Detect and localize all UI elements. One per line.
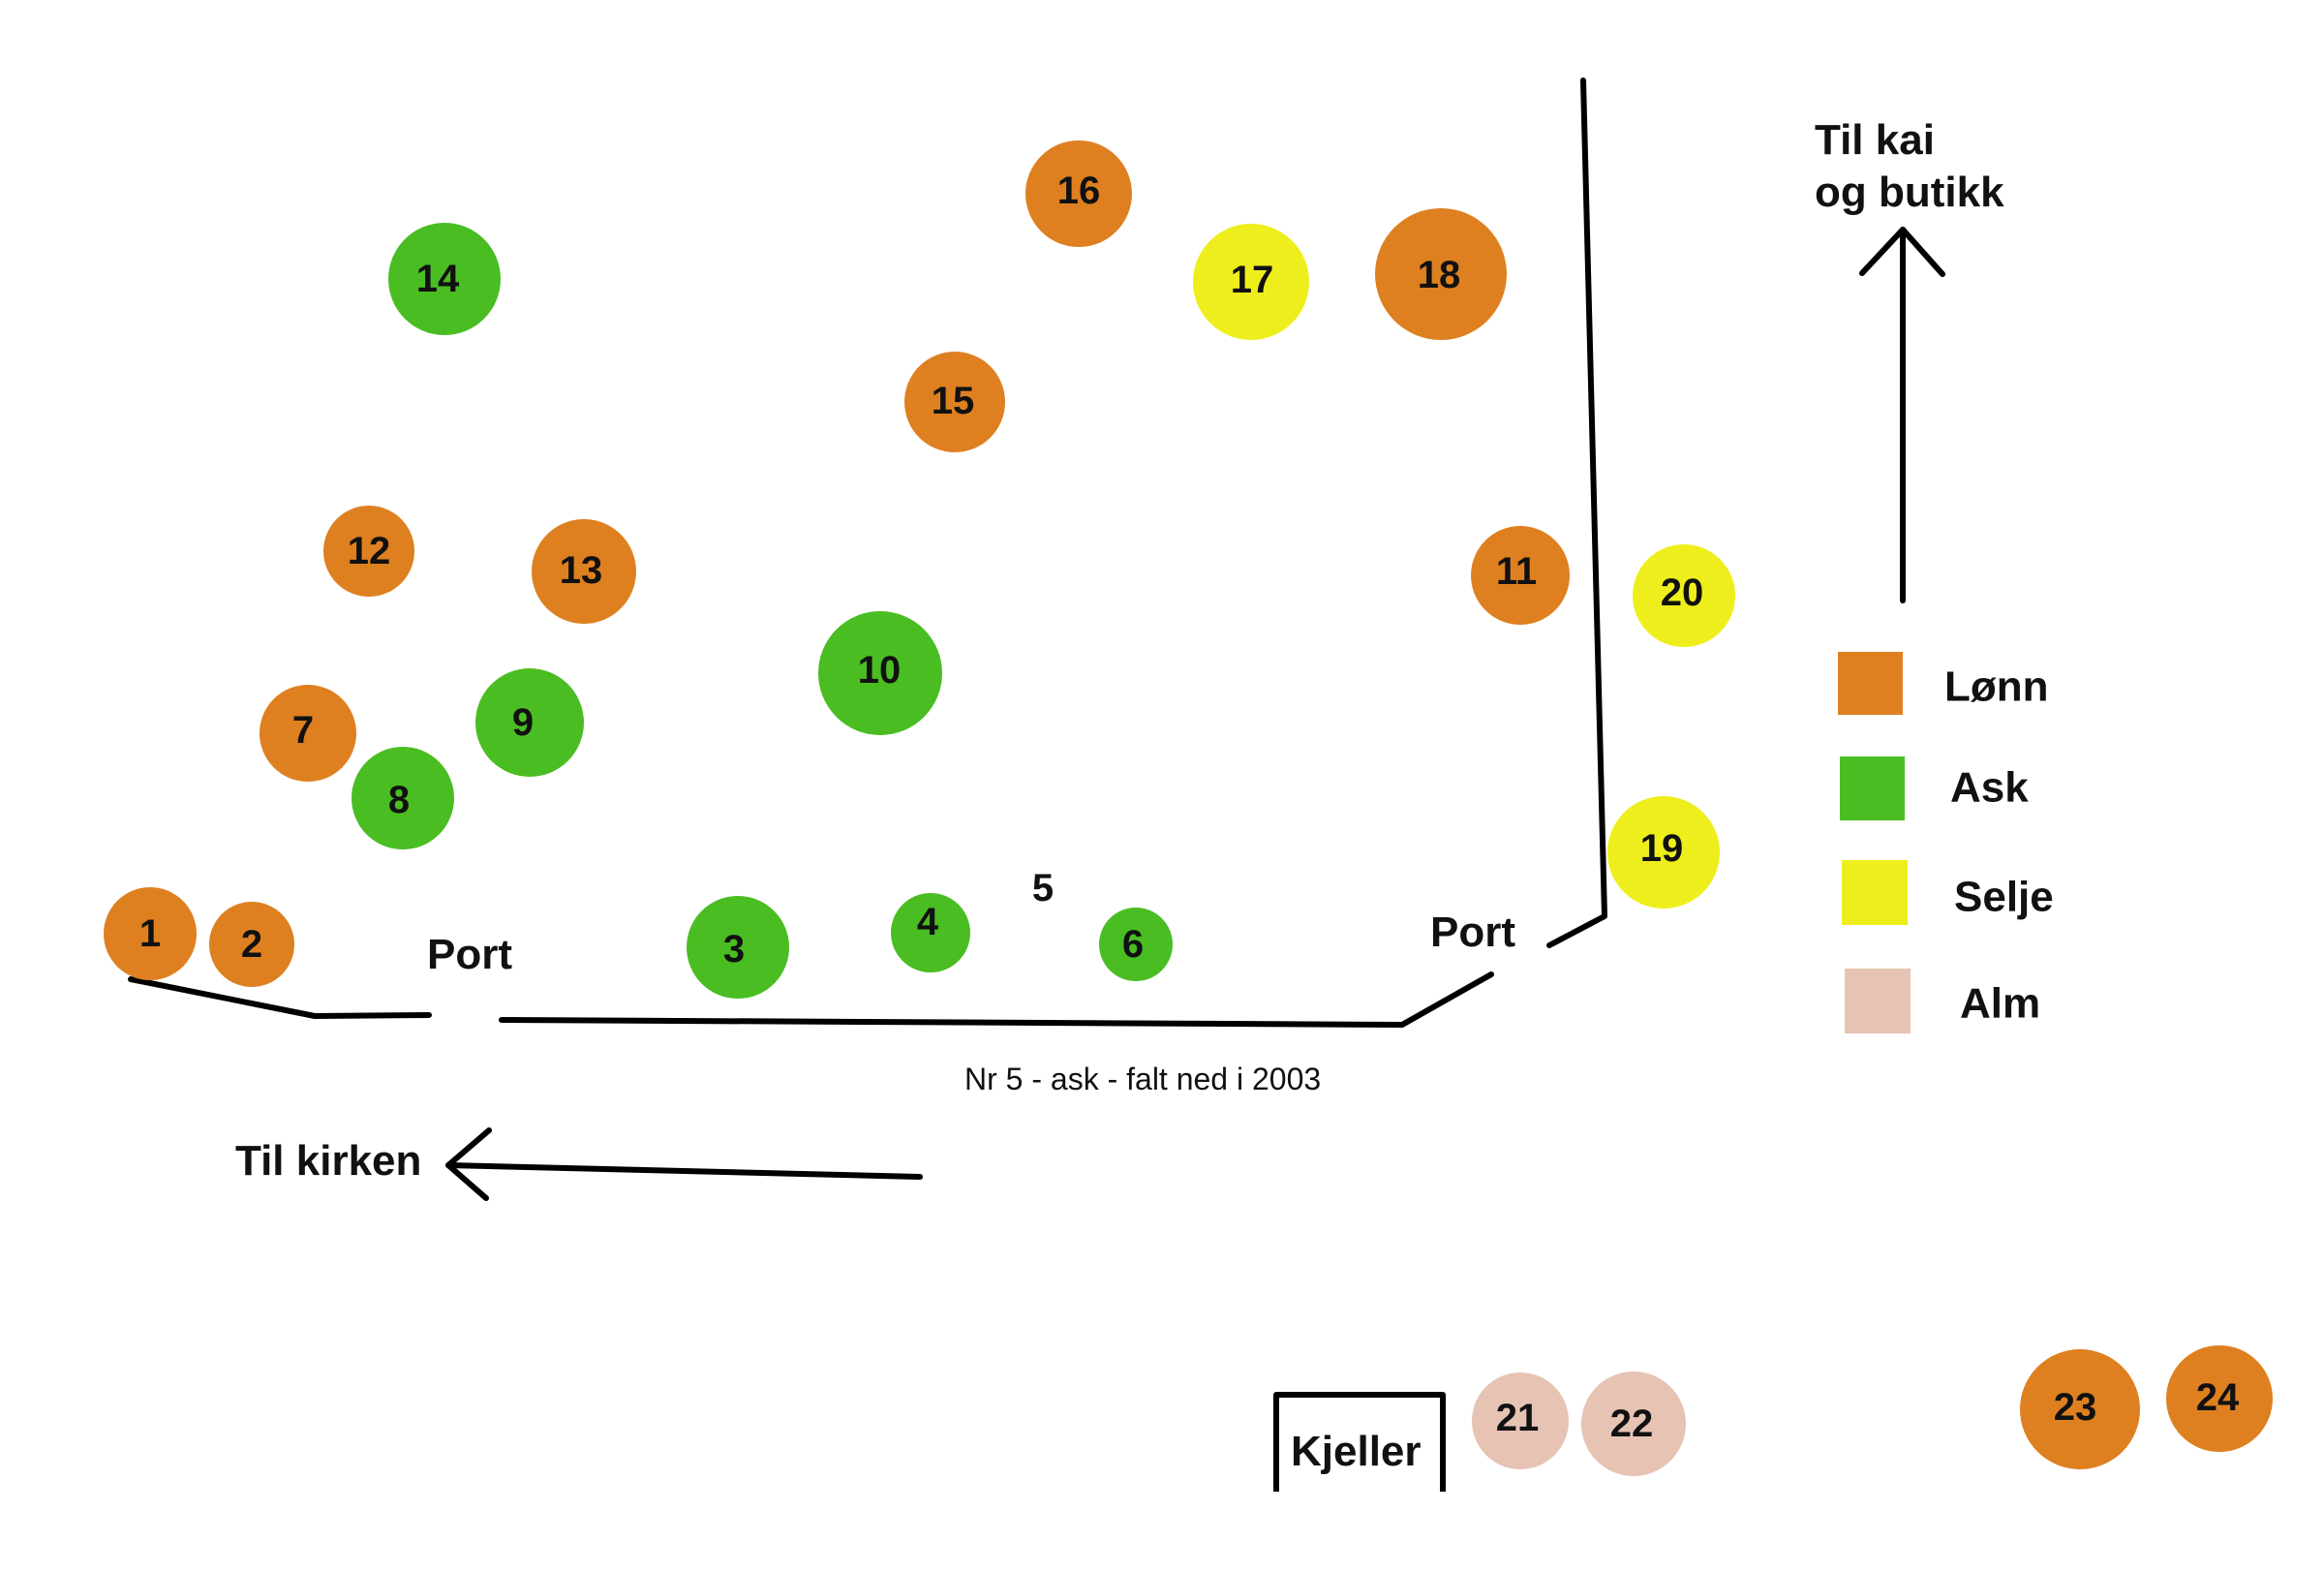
tree-circle xyxy=(891,893,970,972)
fence-bottom-segment xyxy=(499,971,1494,1028)
tree-10: 10 xyxy=(818,611,942,735)
tree-circle xyxy=(475,668,584,777)
tree-number: 3 xyxy=(723,928,745,971)
tree-number: 2 xyxy=(241,923,262,966)
tree-number: 9 xyxy=(512,701,534,744)
tree-22: 22 xyxy=(1581,1372,1686,1476)
arrow-up-icon xyxy=(1859,227,1945,603)
tree-circle xyxy=(1193,224,1309,340)
legend-swatch xyxy=(1845,969,1911,1033)
tree-4: 4 xyxy=(891,893,970,972)
tree-13: 13 xyxy=(532,519,636,624)
tree-circle xyxy=(2020,1349,2140,1469)
port-left-label: Port xyxy=(427,931,512,978)
tree-number: 8 xyxy=(388,779,410,821)
tree-number: 22 xyxy=(1610,1402,1654,1445)
tree-circle xyxy=(1472,1372,1569,1469)
tree-7: 7 xyxy=(260,685,356,782)
tree-21: 21 xyxy=(1472,1372,1569,1469)
tree-layer: 1 2 3 4 6 7 8 9 10 11 12 13 14 15 16 17 … xyxy=(104,140,2273,1476)
tree-circle xyxy=(1581,1372,1686,1476)
tree-20: 20 xyxy=(1633,544,1735,647)
tree-number: 4 xyxy=(917,901,939,943)
tree-number: 24 xyxy=(2196,1376,2240,1419)
tree-19: 19 xyxy=(1607,796,1720,909)
tree-8: 8 xyxy=(352,747,454,849)
legend-swatch xyxy=(1838,652,1903,715)
port-right-label: Port xyxy=(1430,909,1515,956)
tree-circle xyxy=(1607,796,1720,909)
tree-number: 7 xyxy=(292,709,314,752)
tree-circle xyxy=(323,506,414,597)
tree-16: 16 xyxy=(1025,140,1132,247)
tree-number: 20 xyxy=(1661,571,1704,614)
legend-item-alm: Alm xyxy=(1845,969,2040,1033)
tree-circle xyxy=(904,352,1005,452)
tree-1: 1 xyxy=(104,887,197,980)
tree-circle xyxy=(209,902,294,987)
tree-2: 2 xyxy=(209,902,294,987)
fallen-tree-note: Nr 5 - ask - falt ned i 2003 xyxy=(964,1062,1321,1096)
legend-label: Alm xyxy=(1960,980,2040,1028)
legend-item-selje: Selje xyxy=(1842,860,2054,925)
legend-label: Selje xyxy=(1954,874,2054,921)
tree-circle xyxy=(687,896,789,999)
tree-circle xyxy=(2166,1345,2273,1452)
tree-circle xyxy=(1025,140,1132,247)
tree-number: 11 xyxy=(1496,550,1537,593)
tree-circle xyxy=(352,747,454,849)
tree-3: 3 xyxy=(687,896,789,999)
tree-18: 18 xyxy=(1375,208,1507,340)
tree-number: 12 xyxy=(348,530,391,572)
cellar-outline xyxy=(1273,1392,1446,1492)
legend-item-lonn: Lønn xyxy=(1838,652,2049,715)
tree-circle xyxy=(260,685,356,782)
tree-number: 10 xyxy=(858,649,902,692)
tree-number: 14 xyxy=(416,258,460,300)
tree-17: 17 xyxy=(1193,224,1309,340)
tree-number: 13 xyxy=(560,549,603,592)
fence-left-segment xyxy=(128,976,432,1019)
legend-label: Ask xyxy=(1950,764,2029,812)
tree-9: 9 xyxy=(475,668,584,777)
tree-6: 6 xyxy=(1099,908,1173,981)
legend: Lønn Ask Selje Alm xyxy=(1838,652,2054,1033)
cellar-label: Kjeller xyxy=(1291,1428,1422,1475)
tree-number: 16 xyxy=(1057,170,1101,212)
tree-circle xyxy=(1633,544,1735,647)
tree-number: 18 xyxy=(1418,254,1461,296)
tree-15: 15 xyxy=(904,352,1005,452)
tree-circle xyxy=(818,611,942,735)
tree-number: 15 xyxy=(932,380,975,422)
tree-24: 24 xyxy=(2166,1345,2273,1452)
tree-number: 1 xyxy=(139,912,161,955)
tree-circle xyxy=(532,519,636,624)
tree-number: 19 xyxy=(1640,827,1684,870)
tree-number: 21 xyxy=(1496,1397,1540,1439)
to-quay-label-line1: Til kai xyxy=(1815,116,1935,164)
legend-label: Lønn xyxy=(1944,663,2049,711)
tree-circle xyxy=(388,223,501,335)
tree-circle xyxy=(1471,526,1570,625)
fence xyxy=(128,77,1607,1028)
tree-circle xyxy=(1375,208,1507,340)
legend-item-ask: Ask xyxy=(1840,756,2029,820)
tree-14: 14 xyxy=(388,223,501,335)
to-church-label: Til kirken xyxy=(235,1137,421,1185)
tree-circle xyxy=(1099,908,1173,981)
tree-number: 17 xyxy=(1231,259,1274,301)
to-quay-label-line2: og butikk xyxy=(1815,169,2004,216)
tree-23: 23 xyxy=(2020,1349,2140,1469)
fallen-tree-number: 5 xyxy=(1032,867,1054,909)
tree-number: 6 xyxy=(1122,923,1144,966)
legend-swatch xyxy=(1842,860,1908,925)
tree-12: 12 xyxy=(323,506,414,597)
arrow-left-icon xyxy=(445,1127,923,1201)
tree-number: 23 xyxy=(2054,1386,2097,1429)
fence-right-segment xyxy=(1546,77,1607,948)
tree-circle xyxy=(104,887,197,980)
tree-11: 11 xyxy=(1471,526,1570,625)
legend-swatch xyxy=(1840,756,1905,820)
